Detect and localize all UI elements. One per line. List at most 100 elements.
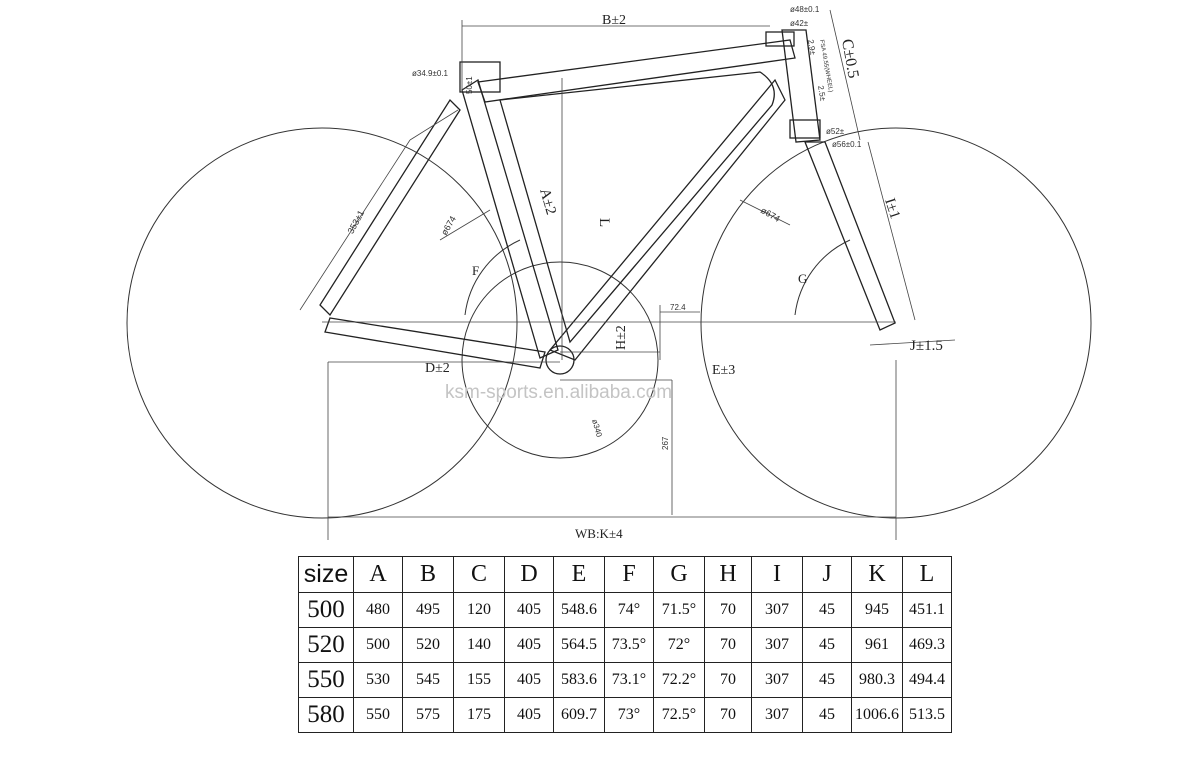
header-g: G <box>653 556 705 593</box>
label-h: H±2 <box>614 325 629 350</box>
header-b: B <box>402 556 454 593</box>
cell: 405 <box>504 697 554 733</box>
cell: 120 <box>453 592 505 628</box>
label-i: I±1 <box>881 196 903 221</box>
header-e: E <box>553 556 605 593</box>
label-wb: WB:K±4 <box>575 526 623 541</box>
cell: 307 <box>751 697 803 733</box>
seat-stay <box>319 98 461 317</box>
label-g: G <box>798 271 807 286</box>
cell: 451.1 <box>902 592 952 628</box>
label-d: D±2 <box>425 361 450 376</box>
header-i: I <box>751 556 803 593</box>
cell: 71.5° <box>653 592 705 628</box>
chain-stay <box>324 317 546 369</box>
label-c: C±0.5 <box>838 38 862 80</box>
cell: 307 <box>751 662 803 698</box>
cell: 564.5 <box>553 627 605 663</box>
cell-size: 520 <box>298 627 354 663</box>
cell: 405 <box>504 627 554 663</box>
cell: 583.6 <box>553 662 605 698</box>
cell: 405 <box>504 592 554 628</box>
down-tube <box>548 78 786 361</box>
dim-i-line <box>867 141 916 321</box>
label-seat-insertion: 50±1 <box>465 76 474 94</box>
angle-arc-g <box>794 239 851 316</box>
cell: 961 <box>851 627 903 663</box>
cell: 70 <box>704 592 752 628</box>
dim-j-line <box>869 339 956 346</box>
cell: 140 <box>453 627 505 663</box>
cell: 72° <box>653 627 705 663</box>
seatstay-dim-ext <box>409 109 459 141</box>
wheel-left-leader <box>439 209 491 241</box>
label-j: J±1.5 <box>910 338 943 354</box>
cell: 530 <box>353 662 403 698</box>
cell: 1006.6 <box>851 697 903 733</box>
cell: 70 <box>704 627 752 663</box>
label-chainring: ø340 <box>590 418 604 439</box>
seatstay-dim-line <box>299 139 411 311</box>
dim-c-line <box>829 9 861 141</box>
cell: 73.5° <box>604 627 654 663</box>
cell: 945 <box>851 592 903 628</box>
cell: 45 <box>802 627 852 663</box>
rear-wheel <box>126 127 518 519</box>
cell: 175 <box>453 697 505 733</box>
cell: 548.6 <box>553 592 605 628</box>
label-wheel-right: ø674 <box>759 205 782 224</box>
label-wheel-left: ø674 <box>439 214 458 237</box>
seat-tube <box>461 78 559 359</box>
frame-inner-triangle <box>499 71 775 344</box>
head-tube <box>781 29 821 143</box>
cell: 70 <box>704 662 752 698</box>
table-row: 550 530 545 155 405 583.6 73.1° 72.2° 70… <box>298 662 952 698</box>
top-tube <box>477 39 796 103</box>
label-dim-724: 72.4 <box>670 303 686 312</box>
header-d: D <box>504 556 554 593</box>
cell-size: 550 <box>298 662 354 698</box>
label-seatpost: ø34.9±0.1 <box>412 69 449 78</box>
cell-size: 500 <box>298 592 354 628</box>
seatpost-clamp <box>459 61 501 93</box>
label-ht-top1: ø48±0.1 <box>790 5 820 14</box>
label-ht-mid: 2.5± <box>816 85 828 102</box>
cell: 45 <box>802 592 852 628</box>
label-ht-top2: ø42± <box>790 19 809 28</box>
header-j: J <box>802 556 852 593</box>
label-a: A±2 <box>536 187 559 217</box>
cell: 545 <box>402 662 454 698</box>
cell: 45 <box>802 662 852 698</box>
head-tube-bottom-cap <box>789 119 821 139</box>
cell: 520 <box>402 627 454 663</box>
bike-frame-diagram: B±2 C±0.5 A±2 L I±1 J±1.5 D±2 E±3 H±2 F … <box>126 5 1092 541</box>
table-row: 580 550 575 175 405 609.7 73° 72.5° 70 3… <box>298 697 952 733</box>
cell: 73.1° <box>604 662 654 698</box>
cell: 494.4 <box>902 662 952 698</box>
label-ht-bot1: ø52± <box>826 127 845 136</box>
table-header-row: size A B C D E F G H I J K L <box>298 556 952 593</box>
cell: 513.5 <box>902 697 952 733</box>
chainring <box>461 261 659 459</box>
table-row: 520 500 520 140 405 564.5 73.5° 72° 70 3… <box>298 627 952 663</box>
cell: 70 <box>704 697 752 733</box>
label-f: F <box>472 263 479 278</box>
header-a: A <box>353 556 403 593</box>
cell: 405 <box>504 662 554 698</box>
label-ht-bot2: ø56±0.1 <box>832 140 862 149</box>
cell: 550 <box>353 697 403 733</box>
table-row: 500 480 495 120 405 548.6 74° 71.5° 70 3… <box>298 592 952 628</box>
cell: 500 <box>353 627 403 663</box>
cell: 155 <box>453 662 505 698</box>
head-tube-top-cap <box>765 31 795 47</box>
header-k: K <box>851 556 903 593</box>
header-h: H <box>704 556 752 593</box>
label-l: L <box>596 218 612 227</box>
cell: 45 <box>802 697 852 733</box>
cell: 72.5° <box>653 697 705 733</box>
header-f: F <box>604 556 654 593</box>
header-size: size <box>298 556 354 593</box>
wheel-right-leader <box>739 199 791 226</box>
cell: 609.7 <box>553 697 605 733</box>
cell: 469.3 <box>902 627 952 663</box>
